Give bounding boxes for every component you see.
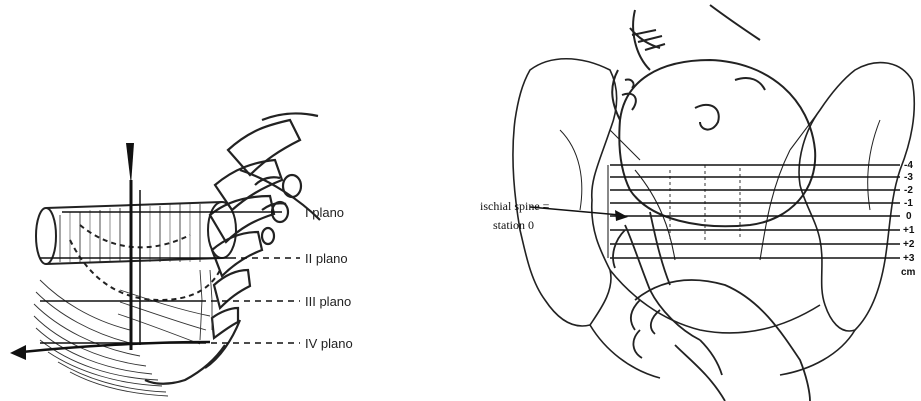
station-label: +3 xyxy=(903,253,915,264)
plane-label-2: II plano xyxy=(305,251,348,266)
station-label: -4 xyxy=(904,160,913,171)
unit-label: cm xyxy=(901,267,916,278)
plane-label-4: IV plano xyxy=(305,336,353,351)
station-lines xyxy=(608,165,900,258)
station-label: -2 xyxy=(904,185,913,196)
station-label: +1 xyxy=(903,225,915,236)
pelvic-planes-figure: I plano II plano III plano IV plano xyxy=(0,0,460,401)
pelvic-canal-cylinder xyxy=(36,202,236,300)
plane-label-1: I plano xyxy=(305,205,344,220)
station-label: -1 xyxy=(904,198,913,209)
annotation-text-line2: station 0 xyxy=(493,218,534,232)
fetal-station-drawing: ischial spine = station 0 -4 -3 -2 -1 0 … xyxy=(460,0,921,401)
hatched-region xyxy=(34,270,212,396)
station-label: 0 xyxy=(906,211,912,222)
fetal-head xyxy=(612,5,815,226)
station-label: +2 xyxy=(903,239,915,250)
plane-label-3: III plano xyxy=(305,294,351,309)
annotation-text-line1: ischial spine = xyxy=(480,199,550,213)
fetal-station-figure: ischial spine = station 0 -4 -3 -2 -1 0 … xyxy=(460,0,921,401)
exit-arrow xyxy=(10,342,210,360)
station-labels: -4 -3 -2 -1 0 +1 +2 +3 cm xyxy=(901,160,916,278)
station-label: -3 xyxy=(904,172,913,183)
pelvic-planes-drawing: I plano II plano III plano IV plano xyxy=(0,0,460,401)
